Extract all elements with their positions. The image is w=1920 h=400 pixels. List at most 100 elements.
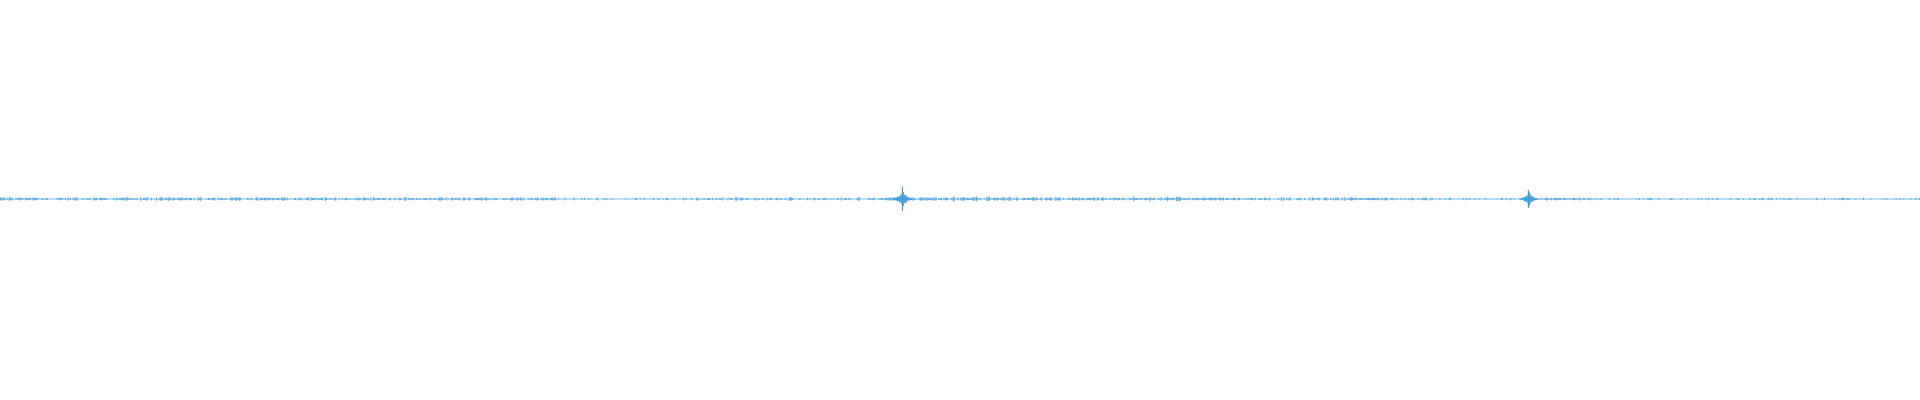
waveform-sample <box>1300 197 1302 201</box>
waveform-sample <box>1182 198 1184 200</box>
waveform-sample <box>634 198 636 200</box>
waveform-sample <box>487 198 489 200</box>
waveform-peak-sample <box>899 195 900 203</box>
waveform-sample <box>1597 198 1599 200</box>
waveform-peak-sample <box>894 198 896 200</box>
waveform-sample <box>869 198 871 200</box>
waveform-sample <box>413 197 415 201</box>
waveform-sample <box>1344 197 1346 201</box>
waveform-sample <box>1151 197 1153 201</box>
waveform-sample <box>606 198 608 200</box>
waveform-sample <box>418 198 420 200</box>
waveform-sample <box>1899 198 1901 200</box>
waveform-sample <box>1031 197 1033 201</box>
waveform-sample <box>401 198 403 200</box>
waveform-sample <box>1296 198 1298 200</box>
waveform-sample <box>1009 197 1011 201</box>
waveform-sample <box>1403 198 1404 200</box>
waveform-sample <box>922 197 924 201</box>
waveform-sample <box>792 197 794 201</box>
waveform-sample <box>1068 197 1070 201</box>
waveform-sample <box>46 198 48 200</box>
waveform-peak-sample <box>893 198 895 200</box>
waveform-sample <box>146 197 148 201</box>
waveform-sample <box>443 198 445 200</box>
waveform-sample <box>1245 198 1247 200</box>
waveform-sample <box>404 197 406 201</box>
waveform-sample <box>24 198 26 200</box>
waveform-sample <box>1705 198 1707 200</box>
waveform-sample <box>1060 198 1062 200</box>
waveform-peak-sample <box>1522 197 1524 201</box>
waveform-sample <box>1505 198 1507 200</box>
waveform-sample <box>1184 198 1185 200</box>
waveform-sample <box>1356 197 1358 201</box>
waveform-sample <box>345 197 347 201</box>
waveform-sample <box>998 198 999 200</box>
waveform-sample <box>1335 197 1337 201</box>
waveform-sample <box>124 198 126 200</box>
waveform-sample <box>1326 197 1328 201</box>
waveform-sample <box>1025 198 1027 200</box>
waveform-sample <box>93 197 95 201</box>
waveform-sample <box>496 197 498 201</box>
waveform-sample <box>1846 198 1848 200</box>
waveform-sample <box>32 197 34 201</box>
waveform-sample <box>1439 198 1441 200</box>
waveform-sample <box>522 197 524 201</box>
waveform-sample <box>113 197 114 201</box>
waveform-sample <box>453 198 455 200</box>
waveform-sample <box>153 198 155 200</box>
waveform-sample <box>232 197 234 201</box>
waveform-peak <box>901 187 903 211</box>
waveform-sample <box>68 198 70 200</box>
waveform-sample <box>144 197 146 201</box>
waveform-sample <box>1737 198 1739 200</box>
waveform-sample <box>1263 197 1265 201</box>
waveform-sample <box>1351 197 1352 201</box>
waveform-sample <box>882 197 884 201</box>
waveform-sample <box>1171 198 1172 200</box>
waveform-sample <box>870 198 872 200</box>
waveform-sample <box>101 197 103 201</box>
waveform-sample <box>1754 197 1756 201</box>
waveform-sample <box>279 198 281 200</box>
waveform-sample <box>1574 197 1576 201</box>
waveform-sample <box>57 198 59 200</box>
waveform-sample <box>1090 197 1092 201</box>
waveform-sample <box>552 197 554 201</box>
waveform-sample <box>140 197 142 201</box>
waveform-sample <box>1129 197 1131 201</box>
waveform-sample <box>456 198 458 200</box>
waveform-sample <box>978 198 980 200</box>
waveform-sample <box>1643 198 1644 200</box>
waveform-sample <box>175 198 177 200</box>
waveform-sample <box>924 198 925 200</box>
waveform-sample <box>547 197 549 201</box>
waveform-sample <box>1639 197 1640 201</box>
waveform-sample <box>826 197 828 201</box>
waveform-sample <box>1228 198 1230 200</box>
waveform-peak-sample <box>1531 195 1533 203</box>
waveform-sample <box>584 197 585 201</box>
waveform-sample <box>1571 198 1573 200</box>
waveform-sample <box>1141 197 1142 201</box>
waveform-sample <box>373 197 374 201</box>
waveform-sample <box>513 197 515 201</box>
waveform-sample <box>26 197 27 201</box>
waveform-sample <box>740 197 742 201</box>
waveform-peak-sample <box>1526 195 1528 203</box>
waveform-sample <box>1187 197 1189 201</box>
waveform-sample <box>1886 198 1888 200</box>
waveform-sample <box>1003 196 1005 202</box>
waveform-sample <box>1374 197 1376 201</box>
waveform-sample <box>35 197 36 201</box>
waveform-sample <box>1919 198 1920 200</box>
waveform-sample <box>1352 197 1354 200</box>
waveform-sample <box>171 198 173 200</box>
waveform-sample <box>1056 197 1058 201</box>
waveform-sample <box>325 197 326 201</box>
waveform-sample <box>879 198 881 200</box>
